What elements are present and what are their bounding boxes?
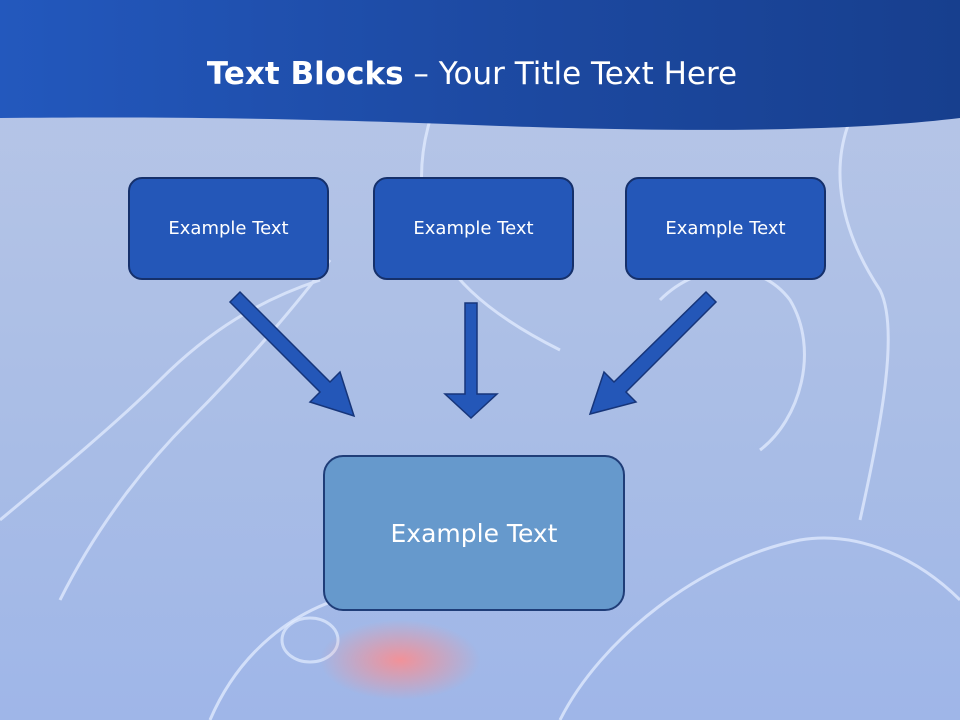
text-block-right[interactable]: Example Text	[625, 177, 826, 280]
title-bold-part: Text Blocks	[206, 56, 404, 92]
text-block-left[interactable]: Example Text	[128, 177, 329, 280]
slide-title: Text Blocks – Your Title Text Here	[0, 54, 944, 94]
text-block-result[interactable]: Example Text	[323, 455, 625, 611]
title-dash: –	[413, 56, 429, 92]
title-rest: Your Title Text Here	[438, 56, 738, 92]
text-block-center[interactable]: Example Text	[373, 177, 574, 280]
